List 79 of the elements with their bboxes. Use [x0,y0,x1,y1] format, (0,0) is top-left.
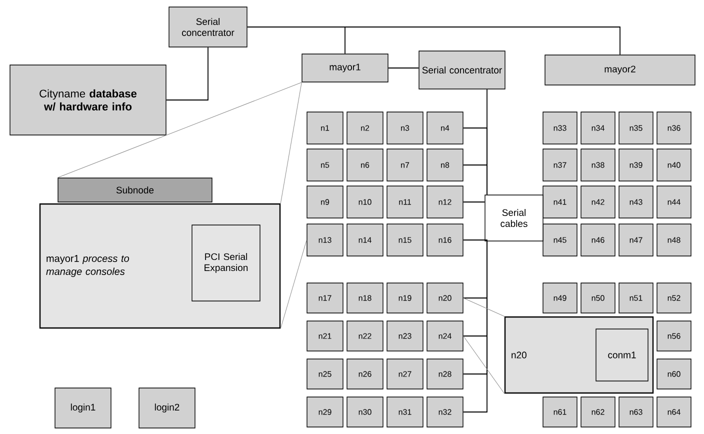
database-box: Cityname database w/ hardware info [10,64,166,136]
zoom-line [463,298,505,317]
zoom-line [57,82,302,178]
node-box: n28 [426,358,464,390]
node-box: n64 [656,396,692,428]
node-box: n26 [346,358,384,390]
node-box: n10 [346,186,384,218]
node-box: n16 [426,224,464,256]
node-box: n40 [656,148,692,182]
node-box: n46 [580,224,616,256]
node-box: n29 [306,396,344,428]
zoom-line [280,82,302,204]
node-box: n61 [542,396,578,428]
node-box: n17 [306,282,344,314]
node-box: n56 [656,320,692,352]
node-box: n30 [346,396,384,428]
node-box: n31 [386,396,424,428]
node-box: n19 [386,282,424,314]
server-box: login1 [54,388,112,428]
node-box: n62 [580,396,616,428]
connector-line [462,240,488,412]
node-box: n23 [386,320,424,352]
node-box: n9 [306,186,344,218]
node-box: n51 [618,282,654,314]
node-box: n52 [656,282,692,314]
node-box: n34 [580,112,616,144]
concentrator-box: Serial concentrator [168,6,248,48]
node-box: n50 [580,282,616,314]
server-box: mayor2 [544,54,696,86]
node-box: n8 [426,148,464,182]
cable-label-box: Serial cables [484,194,544,242]
node-box: n37 [542,148,578,182]
node-box: n48 [656,224,692,256]
node-box: n1 [306,112,344,144]
node-box: n32 [426,396,464,428]
zoom-line [280,240,307,329]
node-box: n42 [580,186,616,218]
node-box: n36 [656,112,692,144]
node-box: n33 [542,112,578,144]
node-box: n22 [346,320,384,352]
node-box: n49 [542,282,578,314]
node-box: n35 [618,112,654,144]
node-box: n4 [426,112,464,144]
zoom-line [463,336,505,394]
node-box: n44 [656,186,692,218]
node-box: n45 [542,224,578,256]
node-box: n47 [618,224,654,256]
node-box: n43 [618,186,654,218]
connector-line [246,26,620,56]
node-box: n39 [618,148,654,182]
node-box: n20 [426,282,464,314]
node-box: n3 [386,112,424,144]
connector-line [166,46,208,100]
node-box: n15 [386,224,424,256]
node-box: n60 [656,358,692,390]
node-box: n63 [618,396,654,428]
node-box: n12 [426,186,464,218]
server-box: mayor1 [302,54,388,82]
panel-tab: Subnode [58,178,212,202]
node-box: n14 [346,224,384,256]
node-box: n25 [306,358,344,390]
node-box: n18 [346,282,384,314]
inner-box: conm1 [596,328,648,382]
server-box: login2 [138,388,196,428]
node-box: n41 [542,186,578,218]
node-box: n6 [346,148,384,182]
node-box: n2 [346,112,384,144]
expansion-card-box: PCI Serial Expansion [192,224,260,302]
node-box: n27 [386,358,424,390]
node-box: n7 [386,148,424,182]
concentrator-box: Serial concentrator [418,50,506,90]
node-box: n11 [386,186,424,218]
node-box: n38 [580,148,616,182]
node-box: n5 [306,148,344,182]
node-box: n13 [306,224,344,256]
connector-line [462,240,488,242]
node-box: n21 [306,320,344,352]
node-box: n24 [426,320,464,352]
connector-line [462,164,488,196]
